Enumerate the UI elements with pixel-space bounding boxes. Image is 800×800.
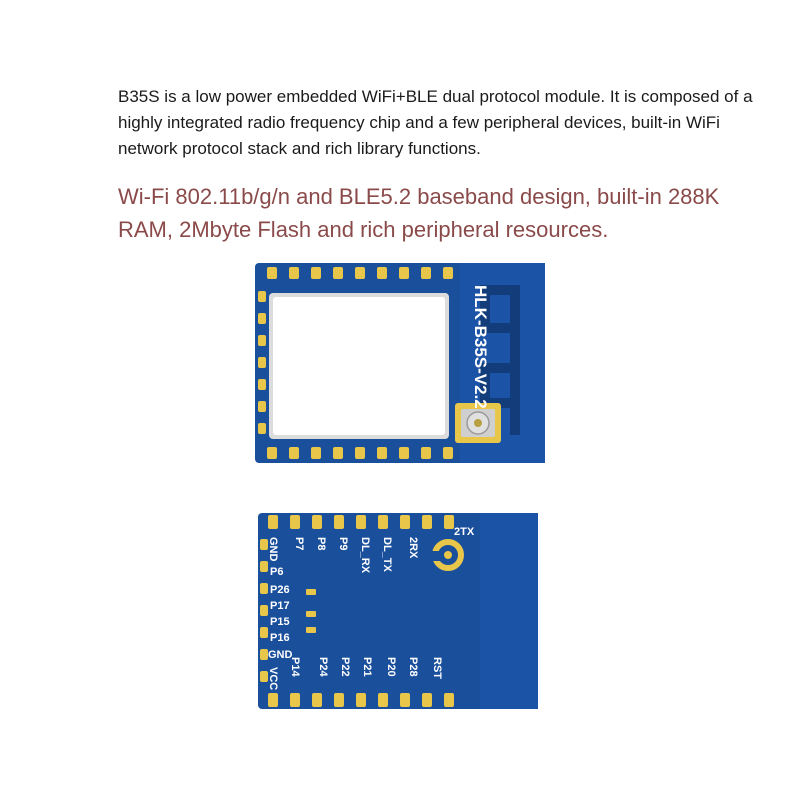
pcb-board-bottom (258, 513, 538, 709)
module-top-view: HLK-B35S-V2.2 (255, 263, 545, 463)
label-p9: P9 (337, 537, 349, 550)
label-dl-rx: DL_RX (359, 537, 371, 574)
label-p20: P20 (385, 657, 397, 677)
label-p22: P22 (339, 657, 351, 677)
model-silkscreen: HLK-B35S-V2.2 (471, 285, 490, 409)
label-p28: P28 (407, 657, 419, 677)
module-top-svg: HLK-B35S-V2.2 (255, 263, 545, 463)
bottom-view-bottom-pads (268, 693, 454, 707)
label-2rx: 2RX (407, 537, 419, 559)
top-edge-pads (267, 267, 453, 279)
antenna-trace (480, 285, 520, 435)
label-p24: P24 (317, 657, 329, 677)
antenna-area-bottom (480, 513, 538, 709)
label-gnd-top: GND (267, 537, 279, 562)
bottom-view-top-pads (268, 515, 454, 529)
ipex-connector (455, 403, 501, 443)
feature-summary: Wi-Fi 802.11b/g/n and BLE5.2 baseband de… (118, 184, 720, 242)
label-dl-tx: DL_TX (381, 537, 393, 573)
shield-can-top (273, 297, 445, 435)
label-gnd-bottom: GND (268, 649, 293, 661)
antenna-pad (428, 539, 464, 571)
label-2tx: 2TX (454, 526, 475, 538)
label-p26: P26 (270, 584, 290, 596)
left-edge-pads (258, 291, 266, 434)
label-p16: P16 (270, 632, 290, 644)
label-p17: P17 (270, 600, 290, 612)
module-bottom-svg: 2TX GND P7 P8 P9 DL_RX DL_TX 2RX P6 P26 … (258, 513, 538, 709)
label-p7: P7 (293, 537, 305, 550)
label-p6: P6 (270, 566, 283, 578)
bottom-edge-pads (267, 447, 453, 459)
label-p21: P21 (361, 657, 373, 677)
module-description: B35S is a low power embedded WiFi+BLE du… (118, 87, 753, 158)
label-p15: P15 (270, 616, 290, 628)
label-rst: RST (431, 657, 443, 679)
label-vcc: VCC (267, 667, 279, 690)
module-bottom-view: 2TX GND P7 P8 P9 DL_RX DL_TX 2RX P6 P26 … (258, 513, 538, 709)
bottom-view-left-pads (260, 539, 268, 682)
label-p8: P8 (315, 537, 327, 550)
test-pads (306, 589, 316, 633)
label-p14: P14 (289, 657, 301, 677)
